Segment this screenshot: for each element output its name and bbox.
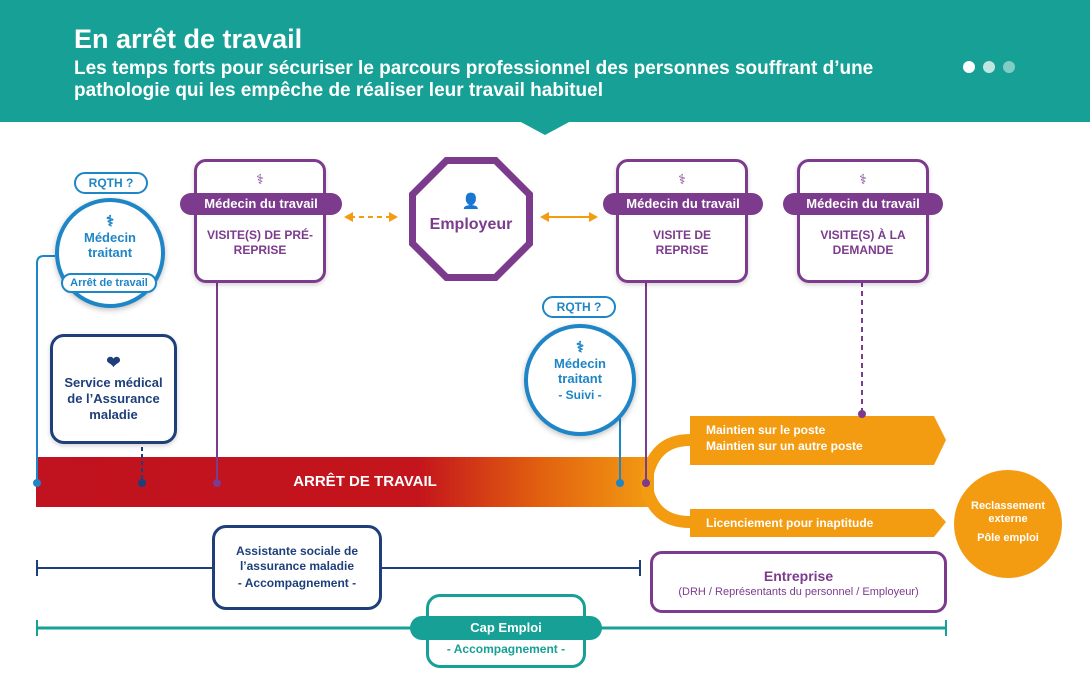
licenciement-arrow <box>690 509 946 537</box>
assistante-sociale-label: Assistante sociale de l’assurance maladi… <box>235 544 359 573</box>
doctor-icon: ⚕ <box>859 171 867 187</box>
header-banner <box>0 0 1090 122</box>
assistante-sociale-box: Assistante sociale de l’assurance maladi… <box>212 525 382 610</box>
care-hand-icon: ❤ <box>106 353 121 372</box>
page-subtitle: Les temps forts pour sécuriser le parcou… <box>74 58 874 101</box>
maintien-poste-label: Maintien sur le poste <box>706 423 826 437</box>
pole-emploi-label: Pôle emploi <box>977 532 1039 544</box>
header-pointer <box>519 121 571 135</box>
visites-demande-label: VISITE(S) À LA DEMANDE <box>820 228 906 257</box>
entreprise-box: Entreprise (DRH / Représentants du perso… <box>650 551 947 613</box>
doctor-icon: ⚕ <box>256 171 264 187</box>
pager-dot-2[interactable] <box>983 61 995 73</box>
medecin-travail-1-bar: Médecin du travail <box>180 193 342 215</box>
medecin-travail-3-box: ⚕ <box>797 159 929 283</box>
rqth-badge-2: RQTH ? <box>542 296 616 318</box>
connector-medecin-traitant-1 <box>36 255 55 483</box>
suivi-label: - Suivi - <box>558 388 602 402</box>
orange-branch-top <box>640 434 691 485</box>
pager-dot-1[interactable] <box>963 61 975 73</box>
maintien-arrow <box>690 416 946 465</box>
visite-reprise-label: VISITE DE REPRISE <box>652 228 711 257</box>
cap-emploi-accompagnement-label: - Accompagnement - <box>446 642 566 656</box>
arret-de-travail-tag: Arrêt de travail <box>61 273 157 293</box>
medecin-travail-3-bar: Médecin du travail <box>783 193 943 215</box>
reclassement-label: Reclassement externe <box>971 500 1045 525</box>
medecin-travail-1-box: ⚕ <box>194 159 326 283</box>
licenciement-label: Licenciement pour inaptitude <box>706 516 874 530</box>
cap-emploi-label: Cap Emploi <box>410 616 602 640</box>
reclassement-circle: Reclassement externe Pôle emploi <box>954 470 1062 578</box>
visites-pre-reprise-label: VISITE(S) DE PRÉ-REPRISE <box>206 228 313 257</box>
employeur-label: Employeur <box>429 216 513 233</box>
assistante-accompagnement-label: - Accompagnement - <box>237 576 357 590</box>
maintien-autre-poste-label: Maintien sur un autre poste <box>706 439 863 453</box>
orange-branch-bottom <box>640 481 691 528</box>
doctor-icon: ⚕ <box>678 171 686 187</box>
rqth-badge-1: RQTH ? <box>74 172 148 194</box>
service-medical-label: Service médical de l’Assurance maladie <box>64 375 163 422</box>
medecin-traitant-2: ⚕ Médecin traitant - Suivi - <box>524 324 636 436</box>
medecin-travail-2-box: ⚕ <box>616 159 748 283</box>
page-title: En arrêt de travail <box>74 24 303 54</box>
employer-icon: 👤 <box>461 193 481 210</box>
medecin-travail-2-bar: Médecin du travail <box>603 193 763 215</box>
service-medical-box: ❤ Service médical de l’Assurance maladie <box>50 334 177 444</box>
medecin-traitant-2-label: Médecin traitant <box>553 356 606 386</box>
medecin-traitant-1-label: Médecin traitant <box>83 230 136 260</box>
pager-dot-3[interactable] <box>1003 61 1015 73</box>
entreprise-sub-label: (DRH / Représentants du personnel / Empl… <box>678 586 919 598</box>
arret-de-travail-label: ARRÊT DE TRAVAIL <box>293 473 437 490</box>
entreprise-label: Entreprise <box>763 568 834 584</box>
doctor-icon: ⚕ <box>575 339 585 356</box>
doctor-icon: ⚕ <box>105 213 115 230</box>
